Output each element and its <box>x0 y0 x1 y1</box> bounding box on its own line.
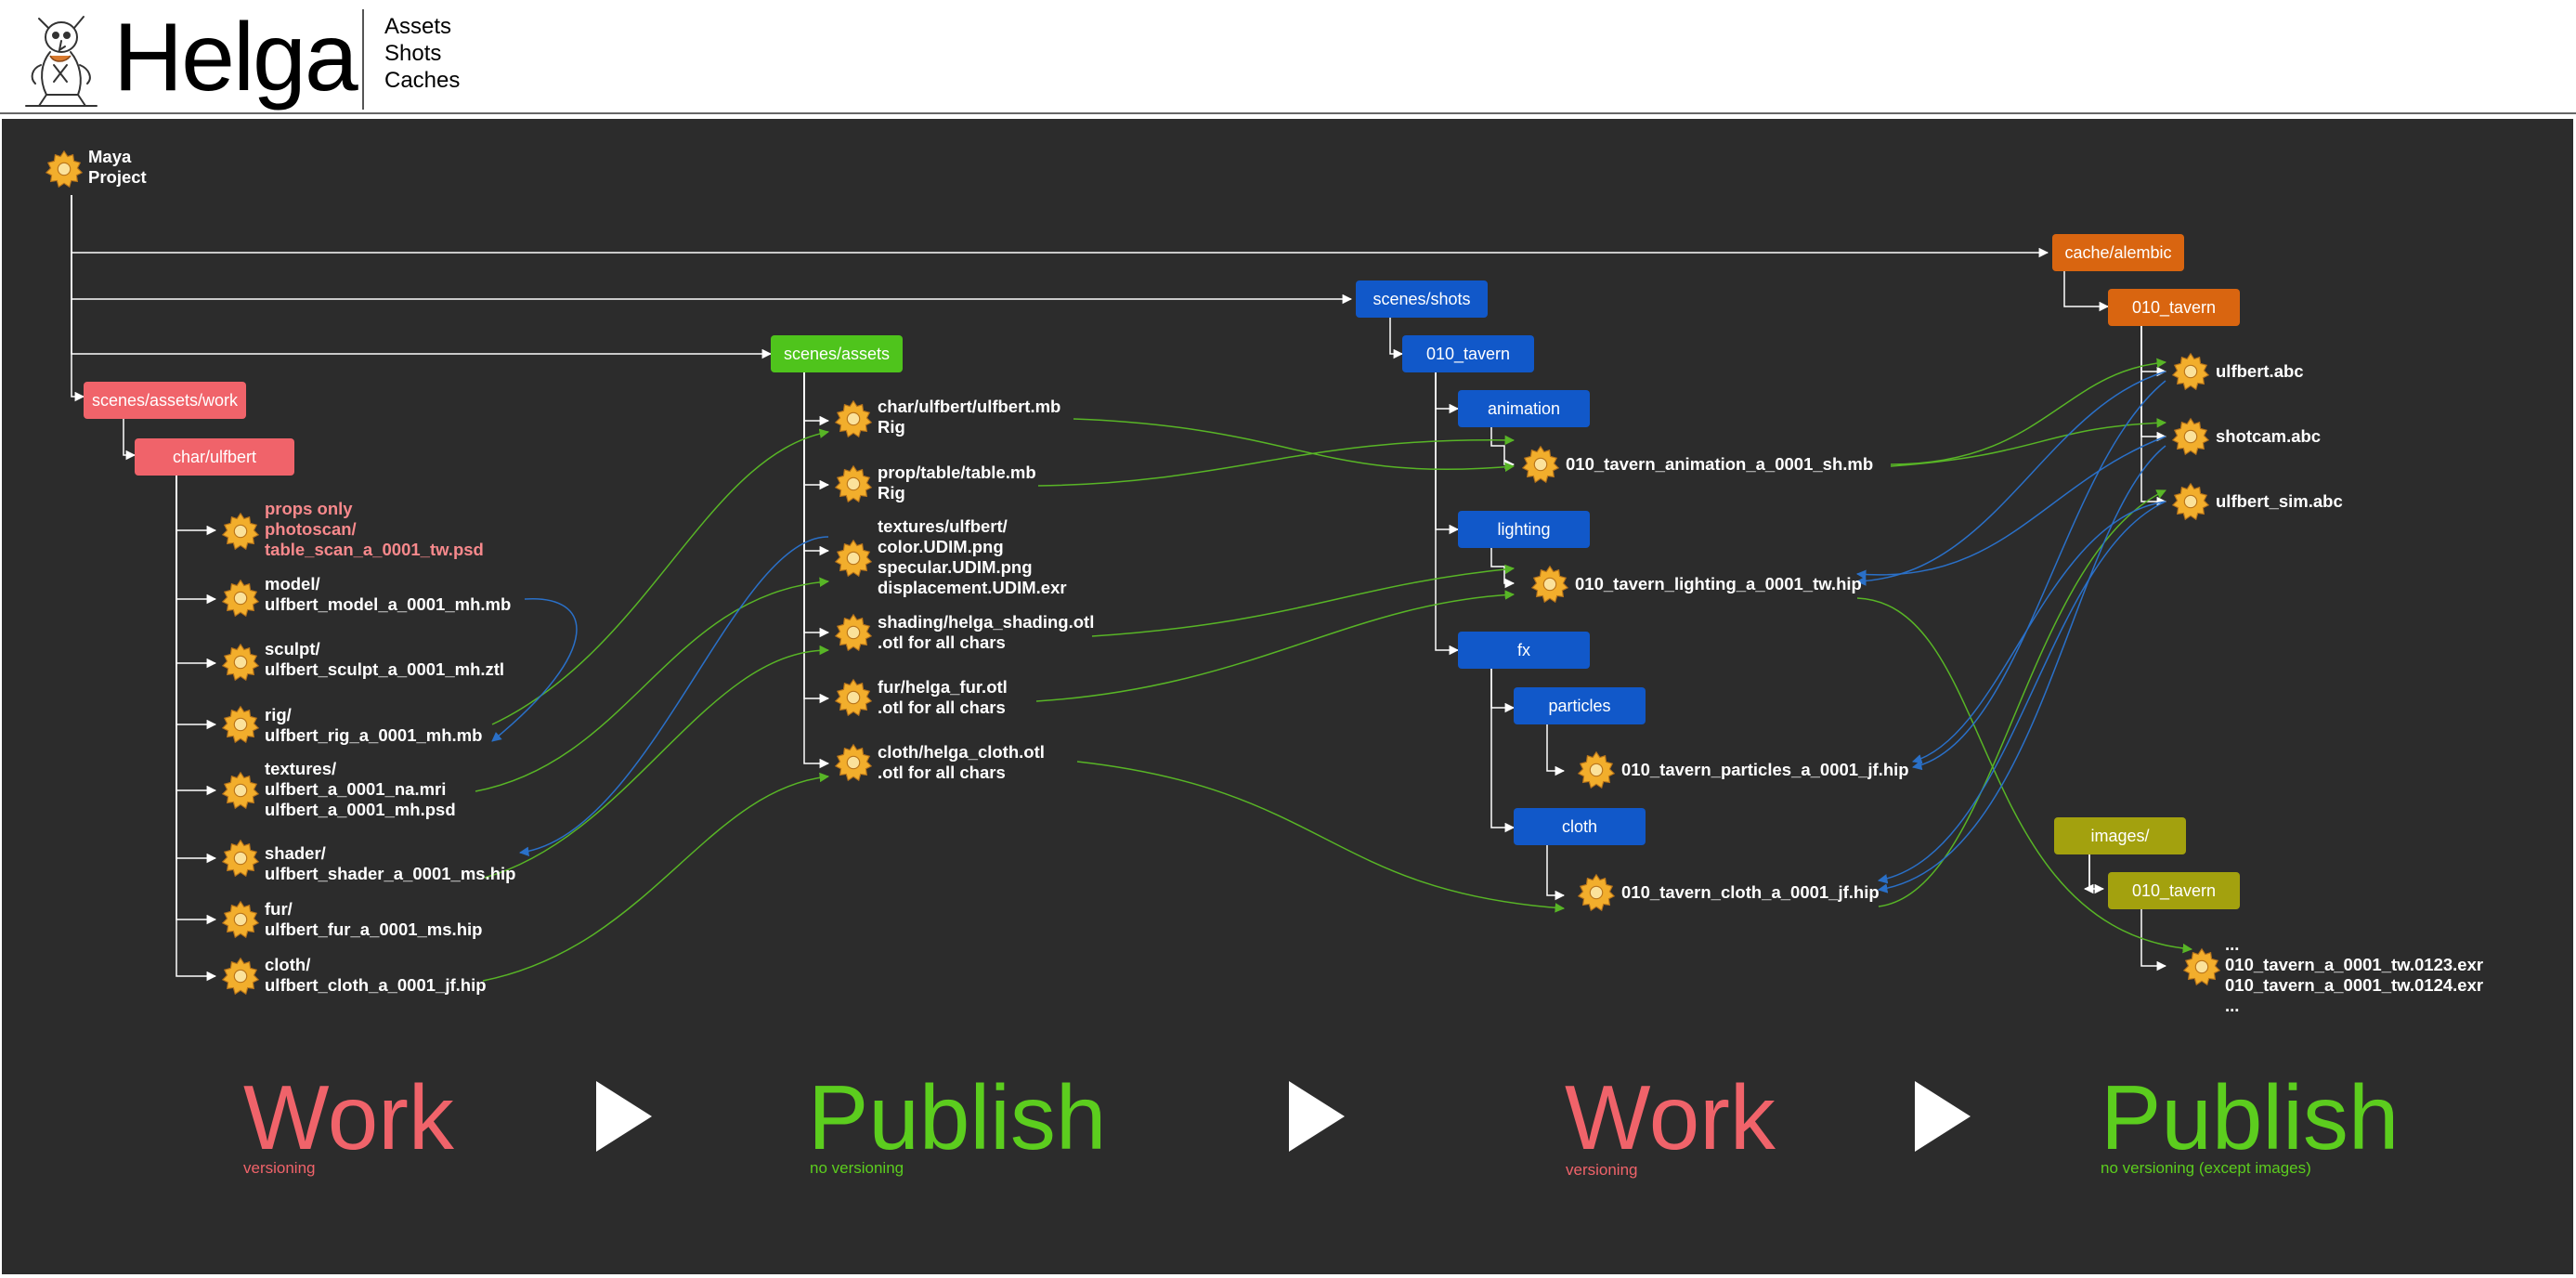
image-sequence-files[interactable]: ... 010_tavern_a_0001_tw.0123.exr 010_ta… <box>2225 934 2484 1015</box>
publish-file-gear-icon <box>834 539 873 578</box>
animation-folder[interactable]: animation <box>1458 390 1590 427</box>
stage-work-title: Work <box>1565 1066 1776 1168</box>
work-file-gear-icon <box>221 957 260 996</box>
work-file-sculpt[interactable]: sculpt/ ulfbert_sculpt_a_0001_mh.ztl <box>265 639 505 679</box>
app-title: Helga <box>113 4 358 111</box>
cloth-folder[interactable]: cloth <box>1514 808 1646 845</box>
work-file-gear-icon <box>221 643 260 682</box>
publish-file-gear-icon <box>834 743 873 782</box>
work-file-fur[interactable]: fur/ ulfbert_fur_a_0001_ms.hip <box>265 899 483 939</box>
cache-file-gear-icon <box>2171 417 2210 456</box>
main-nav: Assets Shots Caches <box>384 13 460 94</box>
publish-file-textures[interactable]: textures/ulfbert/ color.UDIM.png specula… <box>878 516 1067 597</box>
work-file-gear-icon <box>221 839 260 878</box>
work-file-rig[interactable]: rig/ ulfbert_rig_a_0001_mh.mb <box>265 705 483 745</box>
lighting-folder[interactable]: lighting <box>1458 511 1590 548</box>
scenes-shots-folder[interactable]: scenes/shots <box>1356 280 1488 318</box>
particles-file[interactable]: 010_tavern_particles_a_0001_jf.hip <box>1621 760 1909 779</box>
stage-publish-title: Publish <box>2101 1066 2400 1168</box>
work-file-photoscan[interactable]: props only photoscan/ table_scan_a_0001_… <box>265 499 484 559</box>
maya-project-label: Maya Project <box>88 147 147 187</box>
shot-file-gear-icon <box>1577 873 1616 912</box>
stage-work-subtitle: versioning <box>243 1159 316 1177</box>
cache-file-shotcam[interactable]: shotcam.abc <box>2216 426 2322 446</box>
stage-publish-subtitle: no versioning <box>810 1159 904 1177</box>
fx-folder[interactable]: fx <box>1458 632 1590 669</box>
work-file-gear-icon <box>221 579 260 618</box>
header: Helga Assets Shots Caches <box>0 0 2576 114</box>
nav-shots-link[interactable]: Shots <box>384 41 442 66</box>
shot-file-gear-icon <box>1577 750 1616 789</box>
publish-file-cloth[interactable]: cloth/helga_cloth.otl .otl for all chars <box>878 742 1045 782</box>
stage-arrow-icon <box>596 1081 652 1152</box>
cache-file-gear-icon <box>2171 482 2210 521</box>
work-file-gear-icon <box>221 771 260 810</box>
header-divider <box>362 9 364 110</box>
cache-file-ulfbert-sim[interactable]: ulfbert_sim.abc <box>2216 491 2343 511</box>
particles-folder[interactable]: particles <box>1514 687 1646 724</box>
cache-file-ulfbert[interactable]: ulfbert.abc <box>2216 361 2304 381</box>
stage-publish-subtitle: no versioning (except images) <box>2101 1159 2311 1177</box>
publish-file-gear-icon <box>834 399 873 438</box>
tavern-cache-folder[interactable]: 010_tavern <box>2108 289 2240 326</box>
animation-file[interactable]: 010_tavern_animation_a_0001_sh.mb <box>1566 454 1874 474</box>
tavern-images-folder[interactable]: 010_tavern <box>2108 872 2240 909</box>
work-file-shader[interactable]: shader/ ulfbert_shader_a_0001_ms.hip <box>265 843 516 883</box>
nav-assets-link[interactable]: Assets <box>384 14 452 39</box>
stage-work-subtitle: versioning <box>1566 1161 1638 1179</box>
publish-file-char-rig[interactable]: char/ulfbert/ulfbert.mb Rig <box>878 397 1061 437</box>
stage-arrow-icon <box>1915 1081 1971 1152</box>
publish-file-fur[interactable]: fur/helga_fur.otl .otl for all chars <box>878 677 1008 717</box>
lighting-file[interactable]: 010_tavern_lighting_a_0001_tw.hip <box>1575 574 1862 593</box>
shot-file-gear-icon <box>1521 445 1560 484</box>
stage-publish-title: Publish <box>808 1066 1107 1168</box>
nav-caches-link[interactable]: Caches <box>384 68 461 93</box>
publish-file-gear-icon <box>834 613 873 652</box>
scenes-assets-folder[interactable]: scenes/assets <box>771 335 903 372</box>
publish-file-gear-icon <box>834 464 873 503</box>
cloth-file[interactable]: 010_tavern_cloth_a_0001_jf.hip <box>1621 882 1880 902</box>
cache-alembic-folder[interactable]: cache/alembic <box>2052 234 2184 271</box>
stage-arrow-icon <box>1289 1081 1345 1152</box>
maya-project-gear-icon <box>45 150 84 189</box>
work-file-cloth[interactable]: cloth/ ulfbert_cloth_a_0001_jf.hip <box>265 955 487 995</box>
work-file-model[interactable]: model/ ulfbert_model_a_0001_mh.mb <box>265 574 512 614</box>
header-divider-line <box>0 112 2576 114</box>
tavern-shot-folder[interactable]: 010_tavern <box>1402 335 1534 372</box>
publish-file-gear-icon <box>834 678 873 717</box>
image-sequence-gear-icon <box>2182 947 2221 986</box>
char-ulfbert-folder[interactable]: char/ulfbert <box>135 438 294 476</box>
work-file-gear-icon <box>221 900 260 939</box>
publish-file-prop-rig[interactable]: prop/table/table.mb Rig <box>878 463 1036 502</box>
publish-file-shading[interactable]: shading/helga_shading.otl .otl for all c… <box>878 612 1095 652</box>
stage-work-title: Work <box>243 1066 454 1168</box>
cache-file-gear-icon <box>2171 352 2210 391</box>
scenes-assets-work-folder[interactable]: scenes/assets/work <box>84 382 246 419</box>
work-file-gear-icon <box>221 705 260 744</box>
work-file-textures[interactable]: textures/ ulfbert_a_0001_na.mri ulfbert_… <box>265 759 456 819</box>
images-folder[interactable]: images/ <box>2054 817 2186 854</box>
helga-logo-icon <box>25 16 98 107</box>
shot-file-gear-icon <box>1530 565 1569 604</box>
work-file-gear-icon <box>221 512 260 551</box>
